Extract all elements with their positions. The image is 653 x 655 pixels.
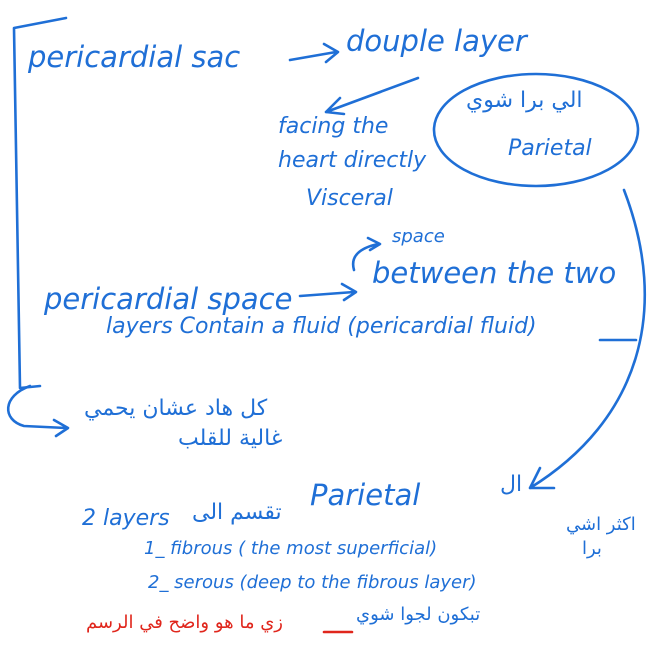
text-arabic-outward: الي برا شوي — [466, 88, 583, 113]
heading-2-layers: 2 layers — [82, 506, 170, 531]
item-serous: 2_ serous (deep to the fibrous layer) — [148, 572, 477, 593]
footer-arabic: تبكون لجوا شوي — [356, 604, 481, 625]
arrow-sac-to-layer — [288, 42, 340, 64]
heading-arabic-divides: تقسم الى — [192, 500, 282, 525]
term-pericardial-space: pericardial space — [44, 282, 293, 316]
arrow-to-visceral — [324, 76, 420, 116]
item-fibrous: 1_ fibrous ( the most superficial) — [144, 538, 438, 559]
fluid-line: layers Contain a fluid (pericardial flui… — [106, 314, 537, 339]
term-pericardial-sac: pericardial sac — [28, 40, 241, 74]
fluid-text-a: layers Contain a fluid (pericardial — [106, 314, 480, 339]
text-facing-1: facing the — [278, 114, 389, 139]
fluid-text-c: ) — [528, 314, 537, 339]
side-note-1: اكثر اشي — [566, 514, 636, 535]
text-facing-2: heart directly — [278, 148, 427, 173]
note-arabic-line-1: كل هاد عشان يحمي — [84, 396, 268, 421]
arrow-to-note — [6, 384, 70, 438]
parietal-circle — [432, 72, 640, 188]
text-al: ال — [500, 472, 523, 497]
side-note-2: برا — [582, 538, 602, 559]
footer-red-note: زي ما هو واضح في الرسم — [86, 612, 283, 633]
text-between-the-two: between the two — [372, 256, 617, 290]
text-parietal-circled: Parietal — [508, 136, 592, 161]
text-space: space — [392, 226, 445, 247]
arrow-to-parietal-section — [528, 188, 647, 490]
text-douple-layer: douple layer — [346, 24, 527, 58]
heading-parietal: Parietal — [310, 478, 421, 512]
text-visceral: Visceral — [306, 186, 393, 211]
fluid-text-b: fluid — [479, 314, 529, 339]
note-arabic-line-2: غالية للقلب — [178, 426, 283, 451]
arrow-space-to-between — [298, 282, 358, 302]
arrow-to-space — [351, 236, 382, 272]
